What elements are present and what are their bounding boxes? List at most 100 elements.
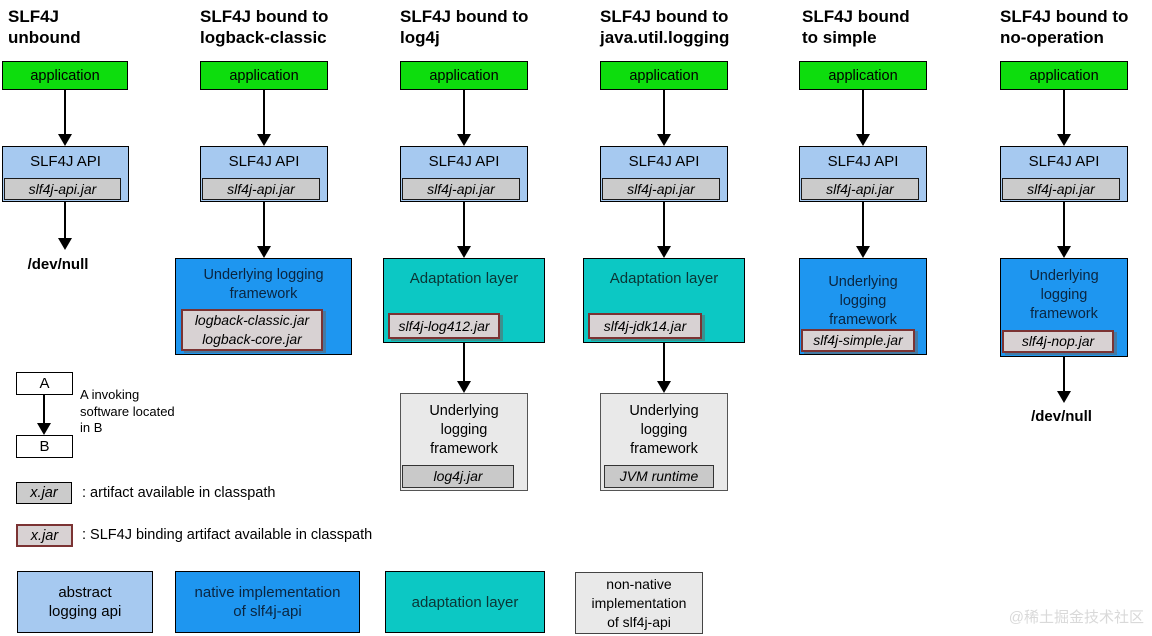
jar-label: slf4j-log412.jar [398, 317, 490, 334]
arrow-head-icon [657, 134, 671, 146]
slf4j-api-label: SLF4J API [1028, 153, 1100, 170]
jar-label: slf4j-api.jar [427, 180, 495, 197]
underlying-framework-box-log4j: Underlying logging framework log4j.jar [400, 393, 528, 491]
down-arrow [657, 90, 671, 146]
underlying-framework-box-simple: Underlying logging framework slf4j-simpl… [799, 258, 927, 355]
slf4j-api-label: SLF4J API [30, 153, 101, 170]
legend-artifact-jar-box: x.jar [16, 482, 72, 504]
application-box: application [600, 61, 728, 90]
slf4j-api-label: SLF4J API [827, 153, 899, 170]
underlying-framework-label: Underlying logging framework [1029, 268, 1099, 322]
slf4j-api-box: SLF4J API slf4j-api.jar [799, 146, 927, 202]
binding-jar-box-simple: slf4j-simple.jar [801, 329, 915, 352]
arrow-shaft [463, 202, 465, 246]
legend-binding-jar-box: x.jar [16, 524, 73, 547]
application-box: application [1000, 61, 1128, 90]
jar-label: slf4j-api.jar [826, 180, 894, 197]
arrow-head-icon [457, 381, 471, 393]
slf4j-api-box: SLF4J API slf4j-api.jar [1000, 146, 1128, 202]
slf4j-api-box: SLF4J API slf4j-api.jar [2, 146, 129, 202]
down-arrow [257, 90, 271, 146]
jar-label: JVM runtime [619, 468, 699, 484]
legend-box-label: native implementation of slf4j-api [194, 584, 341, 620]
underlying-framework-box-logback: Underlying logging framework logback-cla… [175, 258, 352, 355]
application-label: application [229, 67, 299, 84]
column-title-nop: SLF4J bound to no-operation [1000, 7, 1129, 47]
application-label: application [828, 67, 898, 84]
arrow-shaft [463, 343, 465, 381]
jar-label: x.jar [30, 485, 58, 501]
arrow-shaft [263, 90, 265, 134]
slf4j-api-jar-box: slf4j-api.jar [602, 178, 720, 200]
legend-a-box: A [16, 372, 73, 395]
arrow-shaft [1063, 202, 1065, 246]
legend-b-box: B [16, 435, 73, 458]
jar-box-log4j: log4j.jar [402, 465, 514, 488]
column-title-jul: SLF4J bound to java.util.logging [600, 7, 730, 47]
binding-jar-box-nop: slf4j-nop.jar [1002, 330, 1114, 353]
application-label: application [629, 67, 699, 84]
down-arrow [457, 343, 471, 393]
adaptation-layer-label: Adaptation layer [609, 270, 719, 287]
underlying-framework-box-jul: Underlying logging framework JVM runtime [600, 393, 728, 491]
arrow-shaft [862, 202, 864, 246]
arrow-head-icon [856, 246, 870, 258]
slf4j-api-box: SLF4J API slf4j-api.jar [200, 146, 328, 202]
down-arrow [58, 202, 72, 250]
legend-native-implementation-box: native implementation of slf4j-api [175, 571, 360, 633]
legend-box-label: non-native implementation of slf4j-api [591, 575, 687, 630]
slf4j-api-jar-box: slf4j-api.jar [4, 178, 121, 200]
legend-abstract-logging-api-box: abstract logging api [17, 571, 153, 633]
underlying-framework-label: Underlying logging framework [629, 403, 699, 457]
arrow-head-icon [457, 134, 471, 146]
adaptation-layer-label: Adaptation layer [409, 270, 519, 287]
binding-jar-box-log412: slf4j-log412.jar [388, 313, 500, 339]
application-label: application [429, 67, 499, 84]
application-box: application [400, 61, 528, 90]
arrow-head-icon [58, 238, 72, 250]
binding-jar-box-logback: logback-classic.jar logback-core.jar [181, 309, 323, 351]
legend-b-label: B [39, 438, 50, 455]
slf4j-api-label: SLF4J API [628, 153, 700, 170]
down-arrow [1057, 202, 1071, 258]
arrow-head-icon [657, 246, 671, 258]
legend-artifact-text: : artifact available in classpath [82, 485, 276, 501]
jar-label: log4j.jar [433, 468, 483, 484]
underlying-framework-label: Underlying logging framework [828, 274, 898, 328]
column-title-log4j: SLF4J bound to log4j [400, 7, 529, 47]
arrow-shaft [263, 202, 265, 246]
slf4j-api-jar-box: slf4j-api.jar [1002, 178, 1120, 200]
down-arrow [37, 395, 51, 435]
arrow-shaft [463, 90, 465, 134]
legend-box-label: abstract logging api [48, 584, 122, 620]
jar-label: slf4j-api.jar [227, 180, 295, 197]
legend-a-label: A [39, 375, 50, 392]
jar-label: slf4j-api.jar [1027, 180, 1095, 197]
arrow-shaft [64, 202, 66, 238]
slf4j-api-jar-box: slf4j-api.jar [202, 178, 320, 200]
arrow-head-icon [1057, 391, 1071, 403]
column-title-unbound: SLF4J unbound [8, 7, 81, 47]
jar-label: slf4j-api.jar [28, 180, 97, 197]
arrow-shaft [1063, 357, 1065, 391]
slf4j-api-box: SLF4J API slf4j-api.jar [600, 146, 728, 202]
slf4j-api-label: SLF4J API [228, 153, 300, 170]
arrow-head-icon [37, 423, 51, 435]
adaptation-layer-box-jul: Adaptation layer slf4j-jdk14.jar [583, 258, 745, 343]
application-box: application [2, 61, 128, 90]
arrow-head-icon [257, 246, 271, 258]
arrow-shaft [663, 202, 665, 246]
adaptation-layer-box-log4j: Adaptation layer slf4j-log412.jar [383, 258, 545, 343]
application-box: application [799, 61, 927, 90]
down-arrow [856, 90, 870, 146]
arrow-shaft [43, 395, 45, 423]
arrow-head-icon [457, 246, 471, 258]
binding-jar-box-jdk14: slf4j-jdk14.jar [588, 313, 702, 339]
jar-label: slf4j-jdk14.jar [603, 317, 687, 334]
jar-label: slf4j-api.jar [627, 180, 695, 197]
jar-box-jvm-runtime: JVM runtime [604, 465, 714, 488]
legend-binding-text: : SLF4J binding artifact available in cl… [82, 527, 373, 543]
legend-invoking-text: A invoking software located in B [80, 387, 175, 435]
underlying-framework-label: Underlying logging framework [203, 267, 324, 302]
